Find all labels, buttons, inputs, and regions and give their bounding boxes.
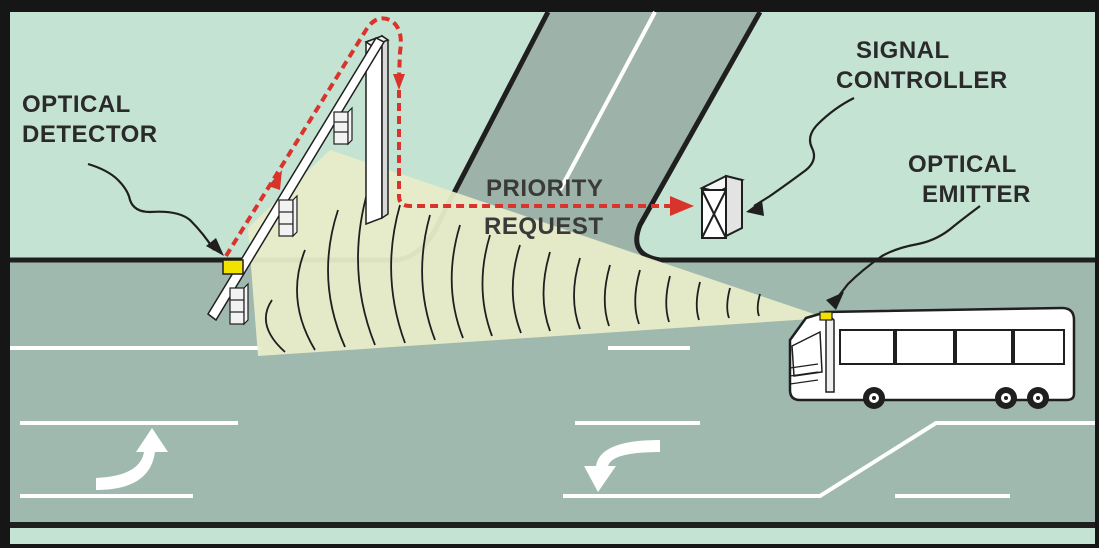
signal-path-arrow-down xyxy=(393,74,405,90)
light-beam xyxy=(248,150,826,356)
signal-path-arrow-up xyxy=(268,170,282,190)
bottom-curb xyxy=(10,522,1095,528)
optical-emitter-device xyxy=(819,311,833,321)
optical-detector-label: OPTICAL DETECTOR xyxy=(22,91,158,148)
bus-wheels xyxy=(863,387,1049,409)
signal-path-arrow-right xyxy=(670,196,694,216)
signal-controller-label-line1: SIGNAL xyxy=(856,37,949,64)
traffic-signal-icon xyxy=(229,106,353,326)
optical-emitter-label-line1: OPTICAL xyxy=(908,151,1016,178)
optical-detector-label-line2: DETECTOR xyxy=(22,121,158,148)
optical-detector-label-line1: OPTICAL xyxy=(22,91,130,118)
signal-head-top xyxy=(333,106,353,146)
signal-path-down-pole xyxy=(397,90,674,208)
signal-controller-label-line2: CONTROLLER xyxy=(836,67,1008,94)
leader-arrowhead-detector xyxy=(206,238,224,256)
priority-request-label: PRIORITY REQUEST xyxy=(484,175,610,240)
cross-road-right-curb xyxy=(634,10,1095,263)
priority-request-label-line1: PRIORITY xyxy=(486,175,603,202)
leader-lines xyxy=(87,97,981,303)
signal-head-middle xyxy=(278,194,298,238)
cross-road xyxy=(398,12,760,260)
right-turn-arrow-icon xyxy=(96,428,168,490)
optical-emitter-label-line2: EMITTER xyxy=(922,181,1031,208)
optical-emitter-label: OPTICAL EMITTER xyxy=(908,151,1031,208)
controller-cabinet-icon xyxy=(699,174,745,239)
lane-markings xyxy=(10,346,1095,498)
priority-request-label-line2: REQUEST xyxy=(484,213,604,240)
cross-road-center-line xyxy=(558,11,657,191)
left-turn-arrow-icon xyxy=(584,440,660,492)
leader-arrowhead-controller xyxy=(746,200,764,216)
bus-icon xyxy=(788,306,1076,409)
signal-mast-arm xyxy=(207,37,386,322)
light-wave-arcs xyxy=(264,189,761,353)
optical-detector-device xyxy=(222,259,244,275)
leader-arrowhead-emitter xyxy=(826,292,844,310)
signal-head-bottom xyxy=(229,282,249,326)
signal-controller-label: SIGNAL CONTROLLER xyxy=(836,37,1008,94)
bottom-sidewalk xyxy=(10,528,1095,544)
